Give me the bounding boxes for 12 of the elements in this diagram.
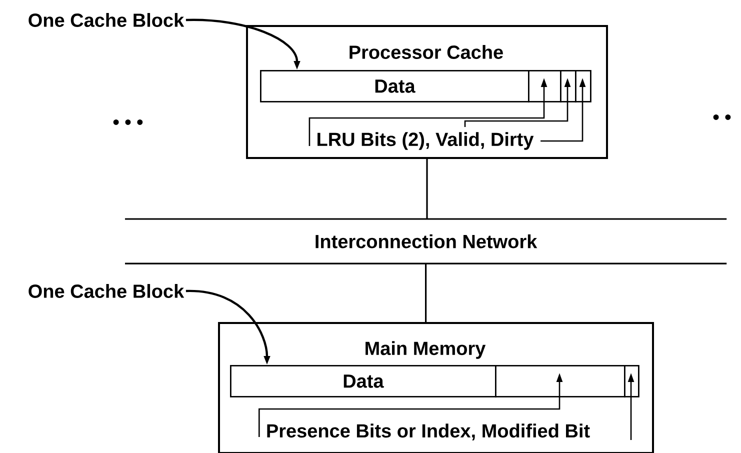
label-text: One Cache Block <box>28 13 184 27</box>
bit-field <box>575 70 592 102</box>
connector-line <box>426 159 428 219</box>
ellipsis-dots: • • • <box>113 120 143 125</box>
label-text: Presence Bits or Index, Modified Bit <box>267 424 590 440</box>
ellipsis-dots: • • <box>713 114 731 120</box>
bit-field <box>624 365 640 398</box>
network-band: Interconnection Network <box>125 218 727 264</box>
label-text: LRU Bits (2), Valid, Dirty <box>318 132 534 150</box>
label-text: One Cache Block <box>28 284 184 298</box>
connector-line <box>425 264 427 322</box>
bit-field <box>560 70 576 102</box>
